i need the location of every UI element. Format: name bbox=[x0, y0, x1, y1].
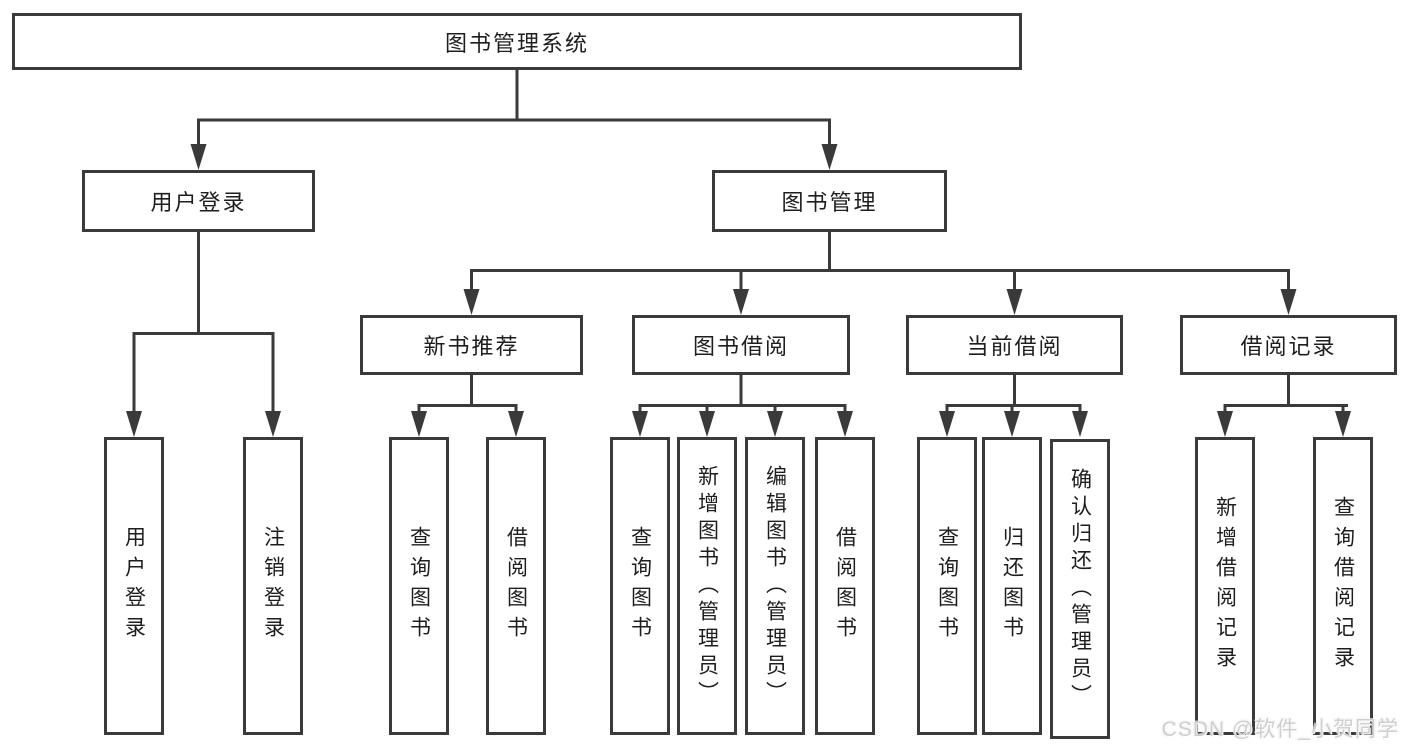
leaf-cb-query-books: 查询图书 bbox=[917, 437, 977, 735]
node-root-label: 图书管理系统 bbox=[444, 30, 589, 56]
leaf-bb-edit-book-admin: 编辑图书（管理员） bbox=[745, 437, 805, 735]
node-book-borrowing-label: 图书借阅 bbox=[692, 334, 789, 359]
arrow-down-icon bbox=[126, 411, 142, 437]
leaf-br-add-record: 新增借阅记录 bbox=[1195, 437, 1255, 735]
node-user-login-label: 用户登录 bbox=[150, 190, 247, 215]
arrow-down-icon bbox=[1072, 411, 1088, 437]
leaf-cb-confirm-return-admin: 确认归还（管理员） bbox=[1050, 439, 1110, 739]
connector-current-borrowing bbox=[945, 375, 1082, 414]
leaf-user-login-label: 用户登录 bbox=[122, 526, 146, 646]
leaf-nb-borrow-books: 借阅图书 bbox=[486, 437, 546, 735]
leaf-cb-query-books-label: 查询图书 bbox=[935, 526, 959, 646]
arrow-down-icon bbox=[939, 411, 955, 437]
leaf-bb-edit-book-admin-label: 编辑图书（管理员） bbox=[763, 464, 787, 708]
leaf-bb-query-books-label: 查询图书 bbox=[628, 526, 652, 646]
leaf-nb-query-books: 查询图书 bbox=[389, 437, 449, 735]
connector-root bbox=[197, 70, 831, 148]
leaf-bb-add-book-admin-label: 新增图书（管理员） bbox=[695, 464, 719, 708]
connector-book-borrowing bbox=[638, 375, 847, 414]
node-book-borrowing: 图书借阅 bbox=[632, 315, 850, 375]
leaf-cb-return-books-label: 归还图书 bbox=[1000, 526, 1024, 646]
arrow-down-icon bbox=[1004, 411, 1020, 437]
arrow-down-icon bbox=[1280, 289, 1297, 315]
leaf-cb-confirm-return-admin-label: 确认归还（管理员） bbox=[1068, 467, 1092, 711]
watermark: CSDN @软件_小贺同学 bbox=[1161, 718, 1399, 741]
arrow-down-icon bbox=[411, 411, 427, 437]
arrow-down-icon bbox=[767, 411, 783, 437]
node-new-book-recommendation: 新书推荐 bbox=[360, 315, 583, 375]
connector-book-management bbox=[470, 232, 1290, 292]
arrow-down-icon bbox=[1217, 411, 1233, 437]
leaf-br-query-record-label: 查询借阅记录 bbox=[1331, 496, 1355, 676]
node-root: 图书管理系统 bbox=[12, 13, 1022, 70]
leaf-br-add-record-label: 新增借阅记录 bbox=[1213, 496, 1237, 676]
arrow-down-icon bbox=[837, 411, 853, 437]
node-book-management-label: 图书管理 bbox=[781, 190, 878, 215]
arrow-down-icon bbox=[463, 289, 480, 315]
arrow-down-icon bbox=[190, 144, 207, 170]
arrow-down-icon bbox=[733, 289, 749, 315]
leaf-bb-add-book-admin: 新增图书（管理员） bbox=[677, 437, 737, 735]
leaf-bb-query-books: 查询图书 bbox=[610, 437, 670, 735]
arrow-down-icon bbox=[1006, 289, 1023, 315]
leaf-br-query-record: 查询借阅记录 bbox=[1313, 437, 1373, 735]
node-borrowing-records: 借阅记录 bbox=[1180, 315, 1397, 375]
arrow-down-icon bbox=[821, 144, 838, 170]
leaf-bb-borrow-books-label: 借阅图书 bbox=[833, 526, 857, 646]
arrow-down-icon bbox=[632, 411, 648, 437]
leaf-bb-borrow-books: 借阅图书 bbox=[815, 437, 875, 735]
arrow-down-icon bbox=[1335, 411, 1351, 437]
leaf-user-login: 用户登录 bbox=[104, 437, 164, 735]
node-user-login: 用户登录 bbox=[82, 170, 315, 232]
node-current-borrowing-label: 当前借阅 bbox=[966, 334, 1063, 359]
leaf-nb-borrow-books-label: 借阅图书 bbox=[504, 526, 528, 646]
leaf-nb-query-books-label: 查询图书 bbox=[407, 526, 431, 646]
arrow-down-icon bbox=[508, 411, 524, 437]
node-borrowing-records-label: 借阅记录 bbox=[1240, 334, 1337, 359]
leaf-logout-label: 注销登录 bbox=[261, 526, 285, 646]
connector-borrowing-records bbox=[1223, 375, 1348, 414]
connector-user-login bbox=[132, 232, 275, 414]
arrow-down-icon bbox=[265, 411, 281, 437]
leaf-cb-return-books: 归还图书 bbox=[982, 437, 1042, 735]
connector-new-book-recommendation bbox=[417, 375, 518, 414]
leaf-logout: 注销登录 bbox=[243, 437, 303, 735]
node-book-management: 图书管理 bbox=[712, 170, 947, 232]
arrow-down-icon bbox=[699, 411, 715, 437]
node-new-book-recommendation-label: 新书推荐 bbox=[423, 334, 520, 359]
node-current-borrowing: 当前借阅 bbox=[906, 315, 1123, 375]
